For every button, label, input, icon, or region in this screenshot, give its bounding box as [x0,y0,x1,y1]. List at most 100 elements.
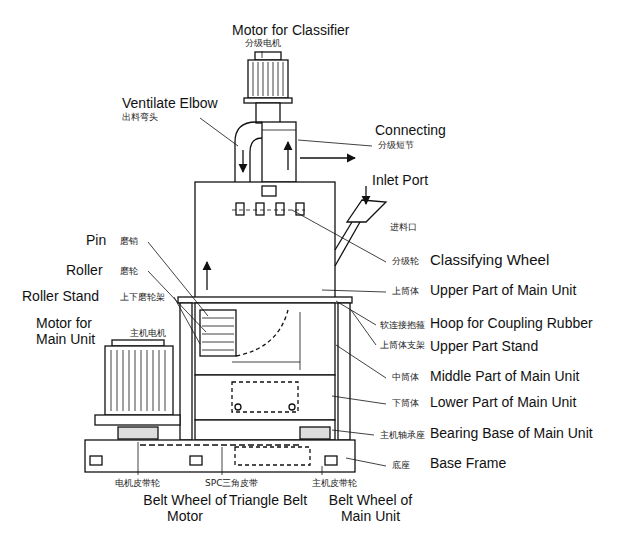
drawing-line [262,51,263,58]
part-label-chinese: 上筒体支架 [380,340,425,350]
drawing-rect [178,297,352,303]
part-label: Triangle Belt [228,492,308,508]
drawing-line [242,150,243,172]
part-label-chinese: 上筒体 [392,286,419,296]
drawing-line [206,262,207,290]
part-label-chinese: 中筒体 [392,372,419,382]
part-label-chinese: 分级轮 [392,256,419,266]
drawing-line [298,140,372,146]
drawing-line [351,310,376,345]
drawing-rect [105,346,173,415]
drawing-line [336,301,376,325]
drawing-rect [244,98,292,103]
part-label-chinese: 磨销 [120,236,138,246]
part-label: Motor for Classifier [232,22,349,38]
drawing-rect [300,427,330,439]
drawing-path [335,222,360,266]
drawing-rect [118,427,158,439]
drawing-line [140,444,300,445]
drawing-line [232,362,300,363]
drawing-line [365,186,366,204]
part-label-chinese: SPC三角皮带 [205,478,258,488]
drawing-rect [256,203,264,215]
drawing-rect [235,447,310,465]
drawing-rect [236,203,244,215]
part-label-chinese: 软连接抱箍 [380,320,425,330]
drawing-rect [325,456,337,465]
drawing-rect [112,340,164,346]
part-label: Connecting [375,122,446,138]
part-label-chinese: 分级短节 [378,140,414,150]
part-label-chinese: 出料弯头 [122,112,158,122]
part-label-chinese: 主机皮带轮 [312,478,357,488]
drawing-line [322,290,386,292]
drawing-line [174,297,200,344]
drawing-rect [256,103,280,123]
part-label: Bearing Base of Main Unit [430,425,593,441]
drawing-rect [232,382,298,412]
part-label-chinese: 磨轮 [120,266,138,276]
part-label: Classifying Wheel [430,251,549,268]
drawing-line [300,312,301,370]
part-label: Ventilate Elbow [122,95,218,111]
drawing-path [111,350,165,411]
part-label: Roller [66,262,103,278]
drawing-rect [190,456,202,465]
part-label: Belt Wheel of Main Unit [318,492,423,524]
part-label: Upper Part of Main Unit [430,282,576,298]
part-label-chinese: 分级电机 [245,38,281,48]
part-label-chinese: 主机电机 [130,328,166,338]
drawing-rect [180,303,192,440]
part-label: Lower Part of Main Unit [430,394,576,410]
drawing-rect [90,456,102,465]
drawing-path [202,318,234,350]
part-label: Inlet Port [372,172,428,188]
drawing-circle [289,404,295,410]
part-label: Roller Stand [22,288,99,304]
drawing-rect [195,375,335,420]
drawing-line [200,118,238,146]
part-label-chinese: 电机皮带轮 [115,478,160,488]
drawing-rect [338,303,350,440]
drawing-line [287,142,288,170]
drawing-line [332,430,374,435]
drawing-rect [200,310,236,356]
machine-outline [85,52,386,472]
part-label-chinese: 进料口 [390,222,417,232]
drawing-line [322,466,323,475]
drawing-rect [95,415,180,425]
drawing-rect [195,182,335,300]
drawing-line [346,458,386,466]
part-label: Base Frame [430,455,506,471]
drawing-line [262,130,296,131]
part-label-chinese: 主机轴承座 [380,430,425,440]
drawing-rect [255,52,281,60]
drawing-line [332,396,386,404]
part-label-chinese: 下筒体 [392,398,419,408]
drawing-path [235,122,262,182]
drawing-line [336,345,386,378]
drawing-rect [262,122,296,182]
drawing-rect [276,203,284,215]
drawing-line [292,210,386,262]
drawing-path [236,310,288,356]
drawing-line [222,447,223,475]
drawing-line [138,442,139,475]
drawing-rect [248,60,288,98]
drawing-line [232,210,305,211]
leader-lines [138,51,386,475]
drawing-rect [262,186,276,196]
part-label: Belt Wheel of Motor [140,492,230,524]
part-label-chinese: 上下磨轮架 [120,292,165,302]
drawing-rect [85,440,355,472]
part-label-chinese: 底座 [392,460,410,470]
part-label: Upper Part Stand [430,338,538,354]
drawing-rect [195,420,335,440]
part-label: Pin [86,232,106,248]
part-label: Motor for Main Unit [36,315,116,347]
part-label: Middle Part of Main Unit [430,368,579,384]
drawing-circle [235,404,241,410]
drawing-path [253,62,283,96]
drawing-rect [195,303,335,375]
